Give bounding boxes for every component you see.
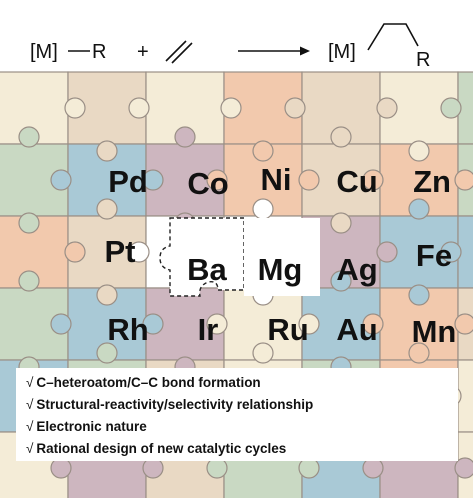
- benefit-text: Rational design of new catalytic cycles: [36, 441, 287, 456]
- check-icon: √: [26, 419, 34, 434]
- product-group-label: R: [416, 49, 430, 71]
- metal-label: Ba: [187, 252, 227, 287]
- check-icon: √: [26, 375, 34, 390]
- puzzle-knob: [376, 241, 398, 263]
- puzzle-knob: [454, 457, 473, 479]
- puzzle-knob: [50, 169, 72, 191]
- puzzle-knob: [284, 97, 306, 119]
- puzzle-knob: [206, 457, 228, 479]
- alkyl-chain-bond: [367, 23, 419, 51]
- benefit-text: Electronic nature: [36, 419, 147, 434]
- puzzle-knob: [252, 342, 274, 364]
- check-icon: √: [26, 397, 34, 412]
- benefits-box: √C–heteroatom/C–C bond formation √Struct…: [16, 368, 458, 461]
- alkene-icon: [165, 40, 193, 64]
- metal-label: Pt: [105, 234, 136, 269]
- metal-label: Mg: [258, 252, 303, 287]
- puzzle-knob: [454, 169, 473, 191]
- puzzle-knob: [252, 140, 274, 162]
- puzzle-knob: [96, 342, 118, 364]
- puzzle-knob: [440, 97, 462, 119]
- puzzle-knob: [298, 457, 320, 479]
- metal-label: Ag: [336, 252, 377, 287]
- puzzle-knob: [376, 97, 398, 119]
- puzzle-knob: [362, 313, 384, 335]
- puzzle-knob: [454, 313, 473, 335]
- benefit-item: √C–heteroatom/C–C bond formation: [26, 372, 458, 394]
- puzzle-knob: [50, 313, 72, 335]
- metal-label: Ni: [261, 162, 292, 197]
- metal-label: Zn: [413, 164, 451, 199]
- puzzle-knob: [252, 198, 274, 220]
- puzzle-knob: [142, 457, 164, 479]
- metal-label: Co: [187, 166, 228, 201]
- metal-label: Ir: [198, 312, 219, 347]
- highlighted-piece-ba: [159, 217, 245, 297]
- metal-label: Cu: [336, 164, 377, 199]
- puzzle-knob: [330, 212, 352, 234]
- puzzle-knob: [142, 313, 164, 335]
- reactant-group-label: R: [92, 41, 106, 63]
- puzzle-knob: [64, 241, 86, 263]
- benefit-item: √Electronic nature: [26, 416, 458, 438]
- puzzle-knob: [128, 241, 150, 263]
- benefit-item: √Structural-reactivity/selectivity relat…: [26, 394, 458, 416]
- puzzle-knob: [96, 284, 118, 306]
- puzzle-knob: [362, 457, 384, 479]
- puzzle-knob: [18, 270, 40, 292]
- metal-label: Pd: [108, 164, 148, 199]
- puzzle-knob: [298, 169, 320, 191]
- reaction-scheme: [M] R + [M] R: [30, 23, 430, 71]
- puzzle-knob: [220, 97, 242, 119]
- puzzle-knob: [142, 169, 164, 191]
- metal-label: Fe: [416, 238, 452, 273]
- puzzle-knob: [206, 169, 228, 191]
- plus-sign: +: [137, 41, 149, 63]
- puzzle-knob: [362, 169, 384, 191]
- puzzle-knob: [408, 284, 430, 306]
- puzzle-knob: [128, 97, 150, 119]
- benefit-text: Structural-reactivity/selectivity relati…: [36, 397, 314, 412]
- puzzle-knob: [50, 457, 72, 479]
- puzzle-knob: [330, 126, 352, 148]
- product-metal-label: [M]: [328, 41, 356, 63]
- highlighted-piece-mg: [244, 218, 320, 296]
- puzzle-knob: [64, 97, 86, 119]
- reaction-arrow-icon: [238, 46, 310, 56]
- puzzle-knob: [408, 198, 430, 220]
- puzzle-knob: [298, 313, 320, 335]
- benefit-item: √Rational design of new catalytic cycles: [26, 438, 458, 460]
- puzzle-knob: [408, 140, 430, 162]
- puzzle-knob: [18, 212, 40, 234]
- metal-label: Au: [336, 312, 377, 347]
- metal-label: Mn: [412, 314, 457, 349]
- benefit-text: C–heteroatom/C–C bond formation: [36, 375, 261, 390]
- puzzle-knob: [96, 140, 118, 162]
- puzzle-knob: [18, 126, 40, 148]
- puzzle-knob: [408, 342, 430, 364]
- puzzle-knob: [206, 313, 228, 335]
- puzzle-knob: [330, 270, 352, 292]
- puzzle-knob: [96, 198, 118, 220]
- puzzle-knob: [174, 126, 196, 148]
- check-icon: √: [26, 441, 34, 456]
- metal-label: Ru: [267, 312, 308, 347]
- metal-label: Rh: [107, 312, 148, 347]
- puzzle-knob: [440, 241, 462, 263]
- reactant-metal-label: [M]: [30, 41, 58, 63]
